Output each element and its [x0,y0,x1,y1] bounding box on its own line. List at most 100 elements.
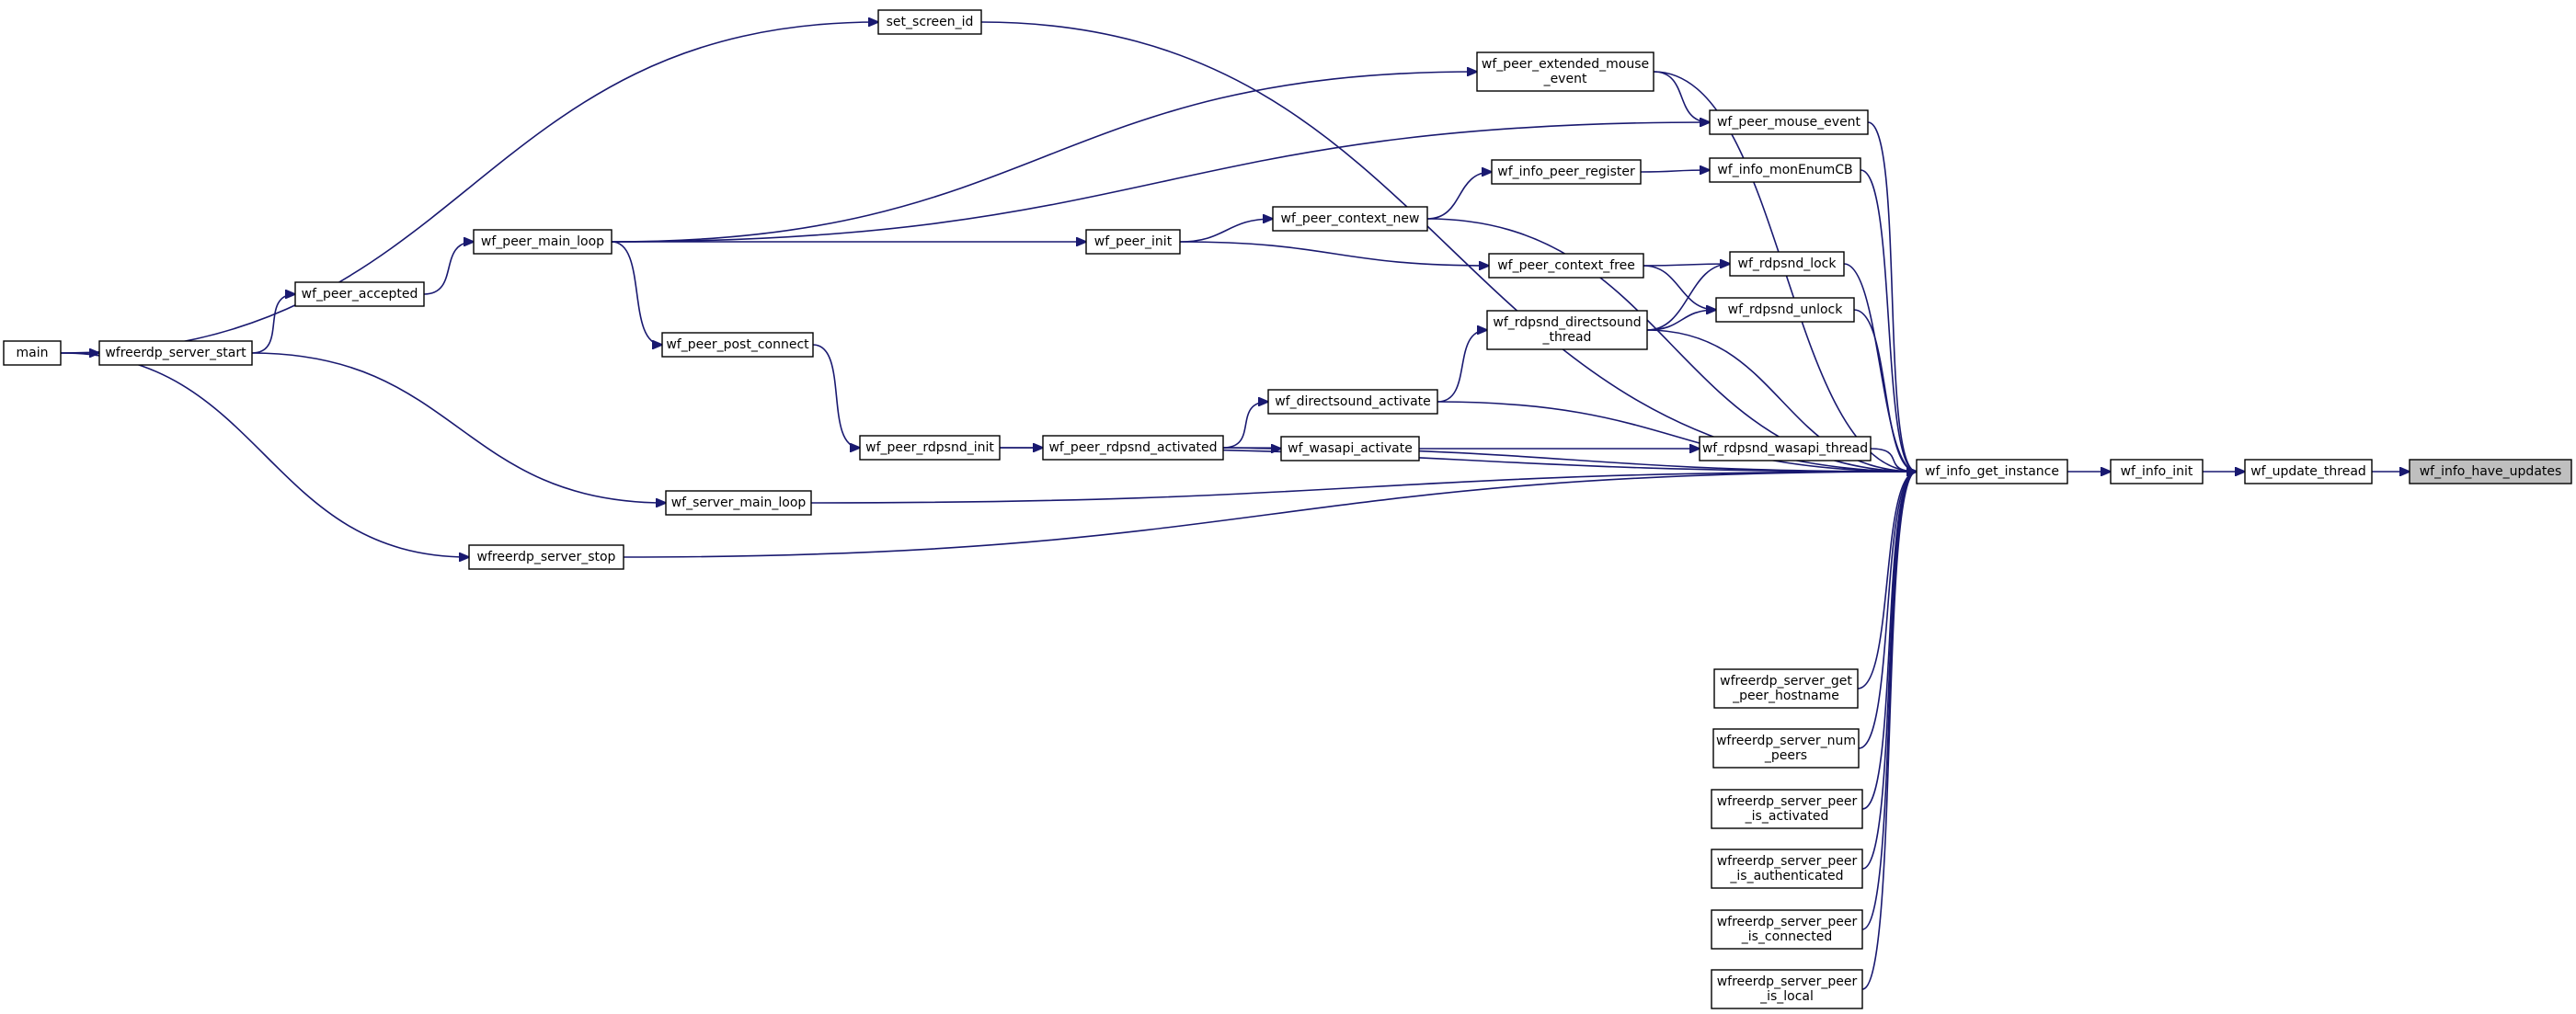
node-wf_info_have_updates[interactable]: wf_info_have_updates [2409,459,2572,484]
edge-wf_rdpsnd_directsound_thread-to-wf_rdpsnd_unlock [1646,310,1716,331]
node-box [2110,459,2204,484]
edge-wf_directsound_activate-to-wf_info_get_instance [1437,401,1917,472]
node-label: _peers [1764,748,1807,763]
node-box [661,332,814,358]
nodes-layer: wf_info_have_updates wf_update_thread wf_i… [3,9,2572,1009]
node-box [1085,229,1181,255]
node-label: wf_wasapi_activate [1288,441,1413,456]
edge-wfreerdp_server_num_peers-to-wf_info_get_instance [1858,472,1917,749]
edge-wf_peer_main_loop-to-wf_peer_post_connect [611,241,662,345]
node-box [1042,435,1224,461]
node-main[interactable]: main [3,340,62,366]
edges-layer [60,22,2410,990]
node-wf_peer_context_free[interactable]: wf_peer_context_free [1488,253,1644,279]
node-label: wf_peer_init [1094,234,1173,249]
node-wf_info_init[interactable]: wf_info_init [2110,459,2204,484]
node-wfreerdp_server_stop[interactable]: wfreerdp_server_stop [468,544,624,570]
node-wfreerdp_server_get_peer_hostname[interactable]: wfreerdp_server_get_peer_hostname [1713,668,1859,709]
node-wf_peer_accepted[interactable]: wf_peer_accepted [294,281,425,307]
node-label: wfreerdp_server_peer [1717,854,1858,869]
node-label: wf_info_init [2121,464,2193,479]
node-label: wf_peer_mouse_event [1717,115,1861,130]
node-wf_peer_init[interactable]: wf_peer_init [1085,229,1181,255]
node-label: wf_peer_rdpsnd_init [865,440,994,455]
node-box [1711,909,1863,950]
node-wf_peer_rdpsnd_activated[interactable]: wf_peer_rdpsnd_activated [1042,435,1224,461]
node-box [877,9,982,35]
edge-wf_peer_context_free-to-wf_rdpsnd_lock [1643,264,1730,266]
node-wf_rdpsnd_wasapi_thread[interactable]: wf_rdpsnd_wasapi_thread [1699,436,1872,461]
node-wfreerdp_server_peer_is_local[interactable]: wfreerdp_server_peer_is_local [1711,969,1863,1009]
node-label: wfreerdp_server_num [1716,734,1856,748]
node-wfreerdp_server_peer_is_activated[interactable]: wfreerdp_server_peer_is_activated [1711,789,1863,829]
node-wf_rdpsnd_lock[interactable]: wf_rdpsnd_lock [1729,251,1845,277]
node-box [1711,789,1863,829]
node-box [1709,109,1869,135]
edge-wf_rdpsnd_lock-to-wf_info_get_instance [1843,263,1917,472]
edge-wfreerdp_server_get_peer_hostname-to-wf_info_get_instance [1857,472,1917,689]
node-wf_directsound_activate[interactable]: wf_directsound_activate [1267,389,1438,415]
edge-wfreerdp_server_start-to-wf_peer_accepted [251,294,295,354]
node-wf_rdpsnd_unlock[interactable]: wf_rdpsnd_unlock [1715,297,1855,323]
node-label: wfreerdp_server_start [105,346,246,360]
node-label: set_screen_id [887,15,974,29]
edge-wfreerdp_server_stop-to-wf_info_get_instance [623,472,1917,558]
node-label: wfreerdp_server_peer [1717,794,1858,809]
node-label: main [17,346,49,360]
node-wf_peer_context_new[interactable]: wf_peer_context_new [1272,206,1428,232]
node-wf_info_peer_register[interactable]: wf_info_peer_register [1491,159,1642,185]
node-label: wf_peer_rdpsnd_activated [1048,440,1217,455]
node-label: wfreerdp_server_stop [477,550,616,564]
node-label: wf_peer_context_new [1281,211,1420,226]
node-box [294,281,425,307]
node-box [473,229,613,255]
node-label: wf_info_have_updates [2420,464,2562,479]
edge-wf_rdpsnd_unlock-to-wf_info_get_instance [1853,309,1917,472]
edge-main-to-wfreerdp_server_stop [60,352,469,557]
node-label: wf_directsound_activate [1275,394,1431,409]
node-label: _is_authenticated [1729,869,1843,883]
node-wf_wasapi_activate[interactable]: wf_wasapi_activate [1280,436,1420,461]
node-label: wfreerdp_server_get [1720,674,1852,689]
node-box [1729,251,1845,277]
node-box [1491,159,1642,185]
node-wf_peer_rdpsnd_init[interactable]: wf_peer_rdpsnd_init [859,435,1001,461]
node-box [1272,206,1428,232]
edge-wfreerdp_server_peer_is_local-to-wf_info_get_instance [1861,472,1917,990]
node-wf_info_get_instance[interactable]: wf_info_get_instance [1916,459,2068,484]
node-wf_update_thread[interactable]: wf_update_thread [2244,459,2373,484]
node-box [1711,849,1863,889]
edge-wf_peer_init-to-wf_peer_context_new [1179,219,1273,243]
edge-wfreerdp_server_start-to-wf_server_main_loop [251,352,666,503]
edge-wf_peer_mouse_event-to-wf_info_get_instance [1867,121,1917,472]
node-wf_server_main_loop[interactable]: wf_server_main_loop [665,490,812,516]
node-label: wf_rdpsnd_directsound [1493,315,1641,330]
node-wfreerdp_server_peer_is_connected[interactable]: wfreerdp_server_peer_is_connected [1711,909,1863,950]
node-wf_info_monEnumCB[interactable]: wf_info_monEnumCB [1709,157,1861,183]
node-wf_peer_extended_mouse_event[interactable]: wf_peer_extended_mouse_event [1476,51,1654,92]
node-label: _is_activated [1745,809,1829,824]
node-box [1712,728,1860,769]
node-box [1699,436,1872,461]
node-wf_peer_post_connect[interactable]: wf_peer_post_connect [661,332,814,358]
node-box [859,435,1001,461]
node-box [1488,253,1644,279]
node-label: wf_peer_main_loop [481,234,604,249]
node-label: wf_rdpsnd_wasapi_thread [1702,441,1868,456]
edge-main-to-set_screen_id [60,22,878,354]
node-box [1476,51,1654,92]
node-wfreerdp_server_num_peers[interactable]: wfreerdp_server_num_peers [1712,728,1860,769]
node-wf_rdpsnd_directsound_thread[interactable]: wf_rdpsnd_directsound_thread [1486,310,1648,350]
node-wfreerdp_server_peer_is_authenticated[interactable]: wfreerdp_server_peer_is_authenticated [1711,849,1863,889]
node-box [1267,389,1438,415]
node-label: _is_connected [1741,929,1833,944]
node-wfreerdp_server_start[interactable]: wfreerdp_server_start [98,340,253,366]
node-set_screen_id[interactable]: set_screen_id [877,9,982,35]
node-wf_peer_main_loop[interactable]: wf_peer_main_loop [473,229,613,255]
node-box [98,340,253,366]
node-box [665,490,812,516]
node-wf_peer_mouse_event[interactable]: wf_peer_mouse_event [1709,109,1869,135]
node-label: wf_peer_post_connect [666,337,809,352]
node-label: wf_update_thread [2250,464,2366,479]
node-box [1486,310,1648,350]
